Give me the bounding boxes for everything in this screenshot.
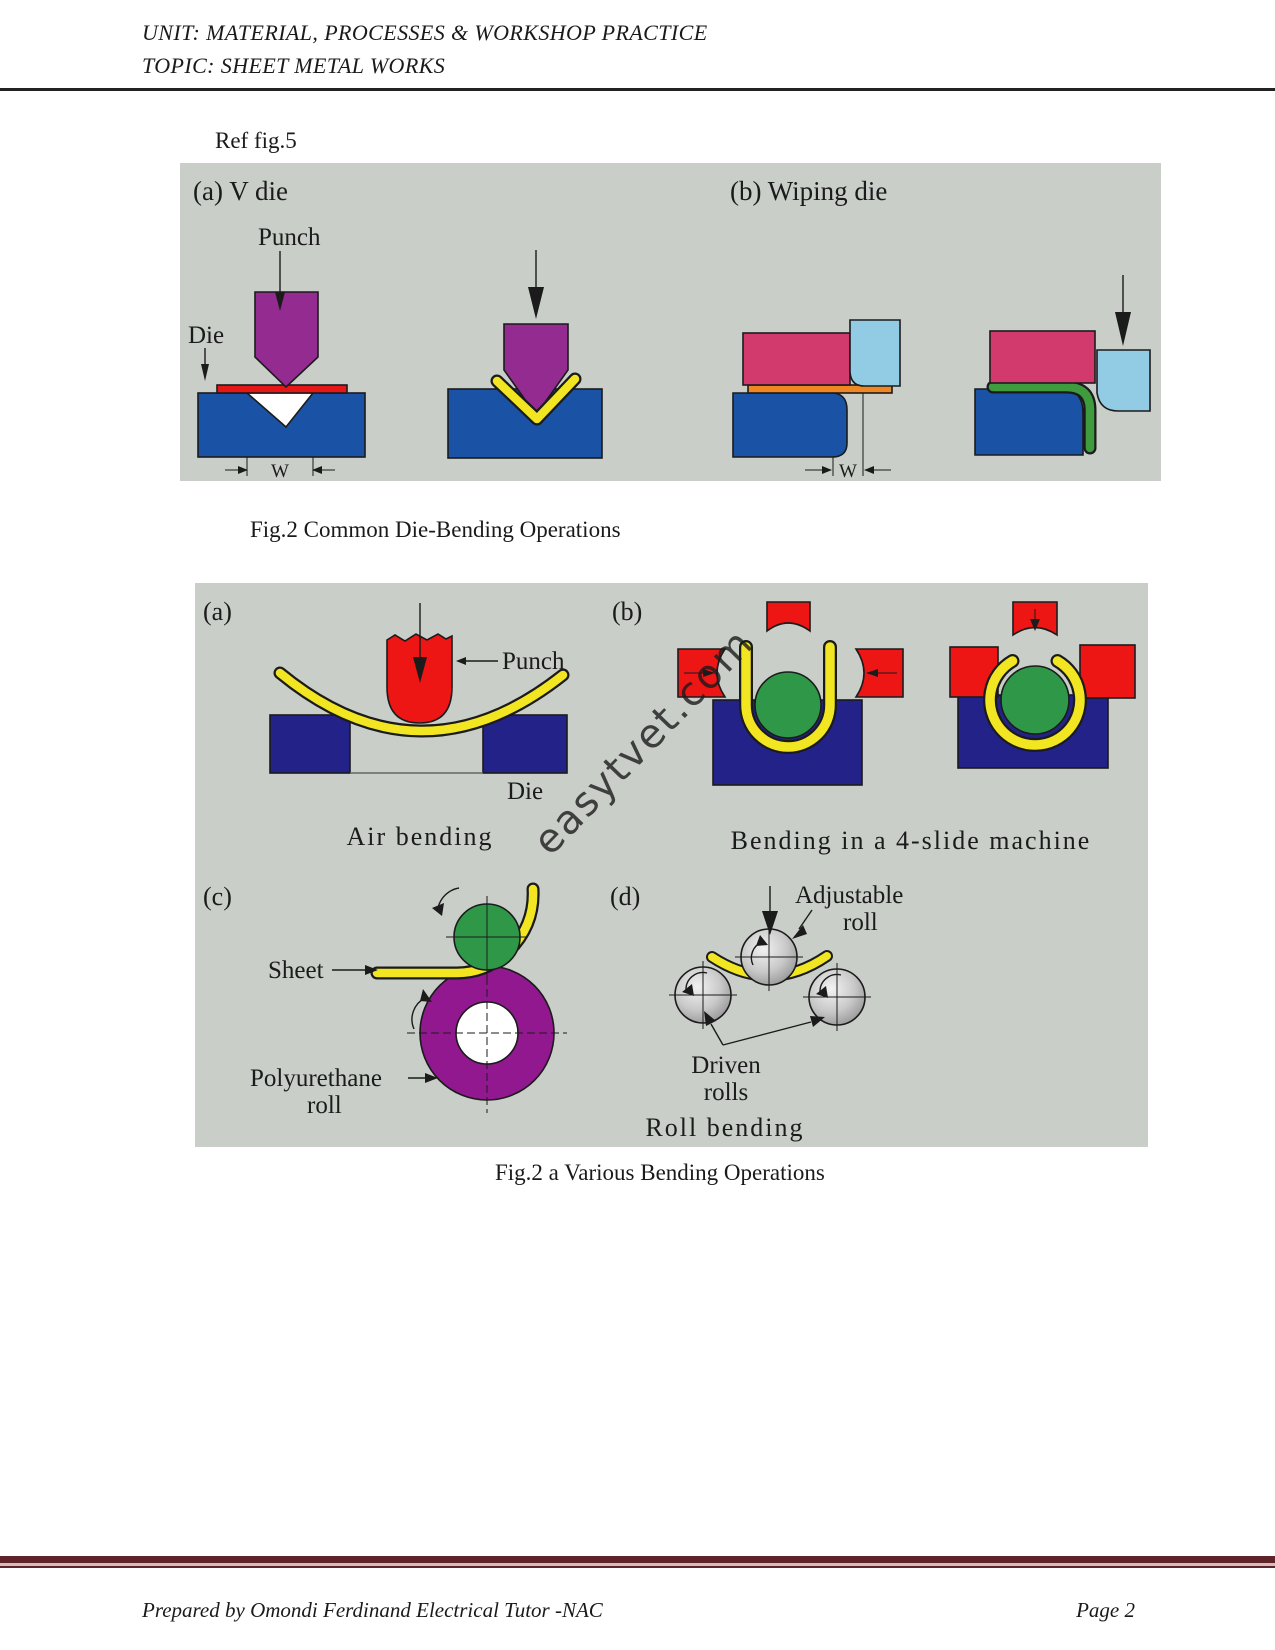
- top-roll-rotation-arrow: [432, 887, 460, 916]
- poly-pointer-arrow: [408, 1073, 438, 1083]
- ref-note: Ref fig.5: [215, 128, 297, 153]
- poly-roll-rotation-arrow: [411, 989, 432, 1030]
- air-bending-drawing: Punch Die Air bending: [269, 603, 570, 851]
- die-label: Die: [188, 322, 224, 349]
- panel-b-label: (b): [612, 597, 642, 626]
- four-slide-stage2-drawing: Bending in a 4-slide machine: [731, 601, 1136, 855]
- footer-prepared-by: Prepared by Omondi Ferdinand Electrical …: [142, 1598, 603, 1622]
- header-topic-line: TOPIC: SHEET METAL WORKS: [142, 53, 446, 78]
- wiped-sheet: [988, 382, 1095, 453]
- top-roll-crosshair: [446, 896, 528, 978]
- punch: [503, 323, 569, 417]
- driven-label-line2: rolls: [704, 1079, 748, 1106]
- sheet-label: Sheet: [268, 957, 324, 984]
- wiping-die-closed-drawing: [974, 275, 1151, 456]
- punch-pointer-arrow: [456, 657, 498, 665]
- adjustable-label-line2: roll: [843, 909, 878, 936]
- punch: [254, 291, 319, 389]
- die-pointer-arrow: [201, 348, 209, 381]
- left-slide-arrow: [684, 669, 715, 677]
- figure2-svg: (a) (b) (c) (d) Punch Die Air b: [203, 597, 1136, 1142]
- footer-rule-thin: [0, 1566, 1275, 1568]
- page-header: UNIT: MATERIAL, PROCESSES & WORKSHOP PRA…: [142, 16, 708, 82]
- figure1-die-bending: (a) V die (b) Wiping die Punch Die: [180, 163, 1161, 481]
- panel-a-label: (a) V die: [193, 176, 288, 206]
- die-block: [732, 392, 848, 458]
- ring-bent-sheet: [985, 656, 1085, 750]
- wiping-punch: [1096, 349, 1151, 412]
- punch-label: Punch: [258, 224, 321, 251]
- figure1-svg: (a) V die (b) Wiping die Punch Die: [188, 176, 1151, 481]
- w-dimension-a: W: [225, 457, 335, 481]
- press-arrow: [1115, 275, 1131, 346]
- sheet-pointer-arrow: [332, 965, 378, 975]
- punch-pointer-arrow: [275, 251, 285, 311]
- die-block-right: [482, 714, 568, 774]
- footer-rule-gap: [0, 1563, 1275, 1566]
- adjustable-roll-crosshair: [735, 923, 803, 991]
- footer-rule: [0, 1556, 1275, 1568]
- four-slide-stage1-drawing: [677, 601, 904, 786]
- figure1-caption: Fig.2 Common Die-Bending Operations: [250, 517, 621, 542]
- press-arrow: [528, 250, 544, 319]
- w-dimension-b: W: [805, 393, 891, 481]
- panel-b-label: (b) Wiping die: [730, 176, 887, 206]
- sheet: [275, 668, 568, 736]
- driven-label-line1: Driven: [691, 1052, 761, 1079]
- u-bent-sheet: [741, 642, 835, 752]
- adjustable-pointer-arrow: [792, 909, 813, 939]
- polyurethane-roll-drawing: Sheet Polyurethane roll: [250, 882, 567, 1119]
- header-rule: [0, 88, 1275, 91]
- press-arrow: [413, 603, 427, 683]
- footer-page-number: Page 2: [1076, 1598, 1135, 1622]
- four-slide-caption: Bending in a 4-slide machine: [731, 826, 1092, 855]
- poly-label-line2: roll: [307, 1092, 342, 1119]
- top-slide: [766, 601, 811, 633]
- v-die-open-drawing: Punch Die W: [188, 224, 366, 481]
- air-bending-caption: Air bending: [347, 822, 494, 851]
- adjustable-roll-rotation-arrow: [750, 935, 768, 966]
- poly-label-line1: Polyurethane: [250, 1065, 382, 1092]
- top-slide-arrow: [1030, 609, 1040, 631]
- panel-c-label: (c): [203, 882, 232, 911]
- right-slide-arrow: [866, 669, 897, 677]
- roll-bending-caption: Roll bending: [645, 1113, 804, 1142]
- header-unit-line: UNIT: MATERIAL, PROCESSES & WORKSHOP PRA…: [142, 20, 708, 45]
- press-arrow: [762, 886, 778, 935]
- adjustable-label-line1: Adjustable: [795, 882, 903, 909]
- forming-mandrel: [1000, 665, 1070, 735]
- die-block-left: [269, 714, 351, 774]
- right-roll-rotation-arrow: [816, 973, 842, 998]
- die-block: [974, 388, 1084, 456]
- wiping-die-open-drawing: W: [732, 319, 901, 481]
- poly-roll-crosshair: [407, 953, 567, 1113]
- left-roll-rotation-arrow: [682, 971, 708, 996]
- figure2-bending-operations: (a) (b) (c) (d) Punch Die Air b: [195, 583, 1148, 1147]
- punch-label: Punch: [502, 648, 565, 675]
- right-block: [1079, 644, 1136, 699]
- bent-sheet: [492, 374, 580, 424]
- figure2-caption: Fig.2 a Various Bending Operations: [495, 1160, 825, 1185]
- w-dim-label-a: W: [271, 461, 289, 481]
- sheet-blank: [216, 384, 348, 394]
- footer-rule-thick: [0, 1556, 1275, 1563]
- clamp-pad: [989, 330, 1096, 384]
- die-label: Die: [507, 778, 543, 805]
- panel-a-label: (a): [203, 597, 232, 626]
- clamp-pad: [742, 332, 851, 386]
- roll-bending-drawing: Adjustable roll Driven rolls Roll bendin…: [645, 882, 903, 1142]
- driven-pointer-arrows: [704, 1011, 825, 1046]
- panel-d-label: (d): [610, 882, 640, 911]
- wiping-punch: [849, 319, 901, 387]
- w-dim-label-b: W: [839, 461, 857, 481]
- v-die-closed-drawing: [447, 250, 603, 459]
- forming-mandrel: [754, 671, 822, 739]
